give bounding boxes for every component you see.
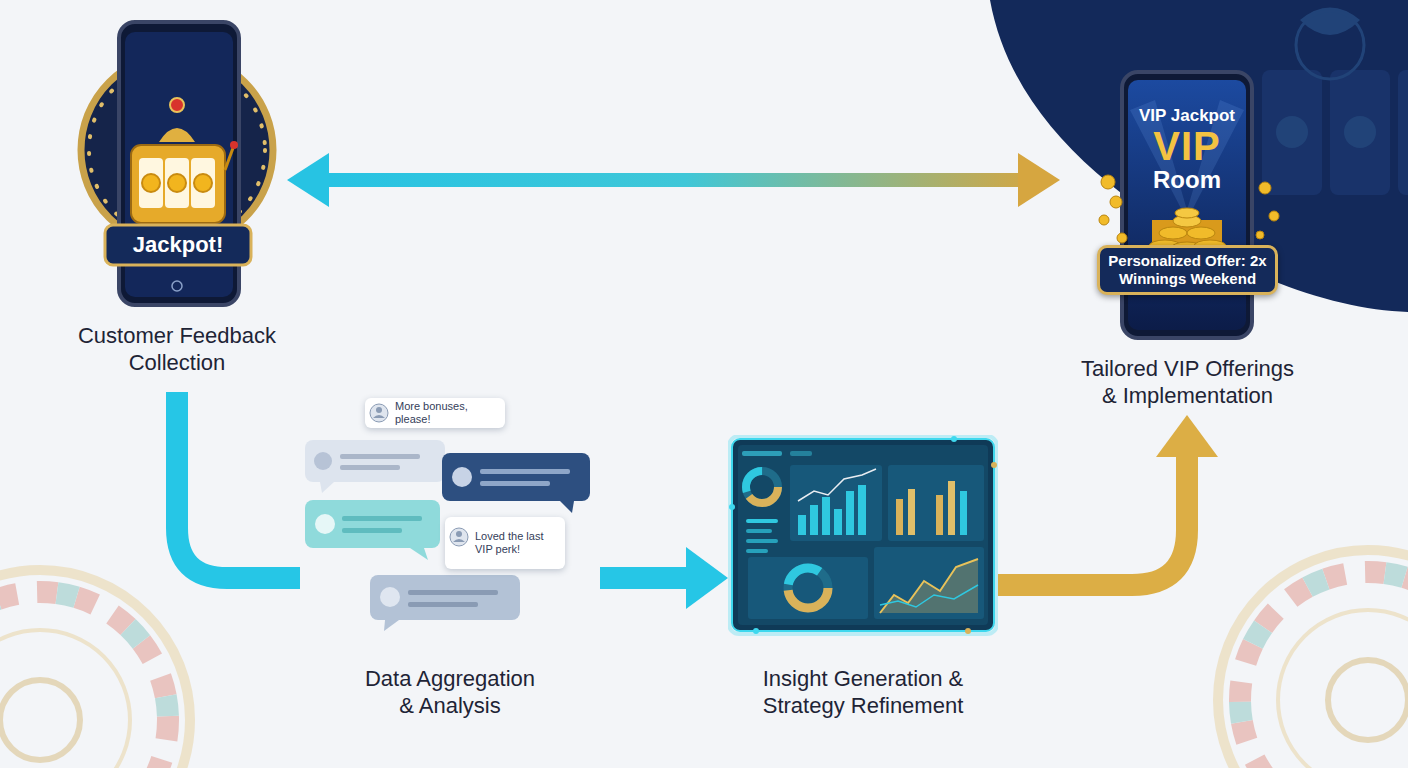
- screen-surface: [738, 445, 988, 625]
- chat-bubble: More bonuses, please!: [365, 398, 505, 428]
- arrow-line: [177, 392, 300, 578]
- dashboard-panel: Insight Generation & Strategy Refinement: [728, 435, 998, 720]
- avatar-icon: [365, 398, 393, 428]
- screen-glow: [729, 436, 997, 634]
- step-caption: Data Aggregation & Analysis: [360, 665, 540, 719]
- slot-reels: [1262, 8, 1408, 196]
- screen-title: VIP Jackpot: [1122, 105, 1252, 127]
- arrow-line: [327, 173, 1020, 187]
- arrow-head: [287, 153, 329, 207]
- roulette-wheel: [1218, 550, 1408, 768]
- chat-bubble: [305, 500, 440, 560]
- arrow-line: [998, 455, 1187, 585]
- navy-blob: [990, 0, 1408, 312]
- arrow-line: [600, 567, 688, 589]
- screen-subtitle: Room: [1122, 166, 1252, 194]
- step-caption: Customer Feedback Collection: [67, 322, 287, 376]
- phone-body: [1122, 72, 1252, 338]
- glow-dots: [729, 436, 997, 634]
- step-caption: Tailored VIP Offerings & Implementation: [1073, 355, 1302, 409]
- chat-bubble: [370, 575, 520, 631]
- arrow-head: [686, 547, 728, 609]
- screen-headline: VIP: [1122, 124, 1252, 168]
- chat-bubble: [442, 453, 590, 513]
- avatar-icon: [445, 517, 473, 569]
- phone-app: Jackpot! Customer Feedback Collection: [67, 20, 287, 380]
- arrow-head: [1156, 415, 1218, 457]
- home-button: [172, 281, 182, 291]
- jackpot-label: Jackpot!: [105, 225, 251, 265]
- flow-arrow: [177, 392, 300, 578]
- roulette-wheel: [0, 570, 190, 768]
- feedback-text: More bonuses, please!: [395, 398, 503, 428]
- dashboard-widgets: [742, 451, 984, 619]
- jackpot-badge: [105, 225, 251, 265]
- phone-app: VIP JackpotVIPRoomTailored VIP Offerings…: [1060, 70, 1315, 415]
- feedback-text: Loved the last VIP perk!: [475, 517, 561, 569]
- chat-bubble: Loved the last VIP perk!: [445, 517, 565, 569]
- step-caption: Insight Generation & Strategy Refinement: [743, 665, 983, 719]
- slot-machine: [131, 98, 238, 223]
- arrow-head: [1018, 153, 1060, 207]
- screen-frame: [732, 439, 994, 631]
- flow-arrow: [600, 547, 728, 609]
- offer-label: Personalized Offer: 2x Winnings Weekend: [1100, 248, 1275, 292]
- offer-badge: Personalized Offer: 2x Winnings Weekend: [1097, 245, 1278, 295]
- flow-arrow: [287, 153, 1060, 207]
- chat-cluster: Data Aggregation & Analysis More bonuses…: [300, 395, 600, 720]
- chat-bubble: [305, 440, 445, 493]
- flow-arrow: [998, 415, 1218, 585]
